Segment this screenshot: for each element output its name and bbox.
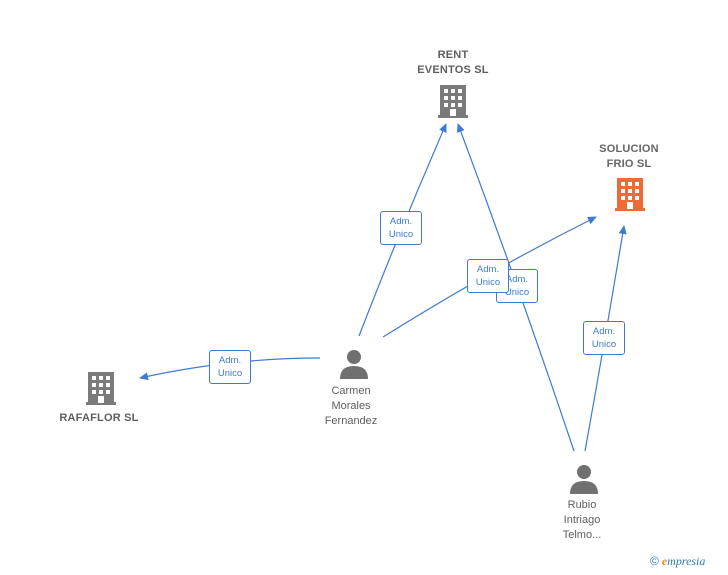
copyright-symbol: © (650, 554, 659, 568)
edge-label-carmen-rent[interactable]: Adm. Unico (380, 211, 422, 245)
building-icon (438, 85, 468, 118)
edge-label-carmen-solucion[interactable]: Adm. Unico (467, 259, 509, 293)
edge-label-carmen-rafaflor[interactable]: Adm. Unico (209, 350, 251, 384)
brand-initial: e (661, 554, 668, 568)
company-label-solucion[interactable]: SOLUCION FRIO SL (599, 143, 659, 170)
brand-name: mpresia (667, 554, 706, 568)
company-label-rent[interactable]: RENT EVENTOS SL (417, 49, 489, 76)
company-label-rafaflor[interactable]: RAFAFLOR SL (59, 412, 139, 424)
building-icon (615, 178, 645, 211)
person-label-rubio[interactable]: Rubio Intriago Telmo... (562, 499, 602, 541)
edge-label-rubio-solucion[interactable]: Adm. Unico (583, 321, 625, 355)
person-icon (340, 350, 368, 379)
building-icon (86, 372, 116, 405)
person-icon (570, 465, 598, 494)
person-label-carmen[interactable]: Carmen Morales Fernandez (324, 385, 378, 427)
brand-logo: © empresia (650, 554, 705, 569)
